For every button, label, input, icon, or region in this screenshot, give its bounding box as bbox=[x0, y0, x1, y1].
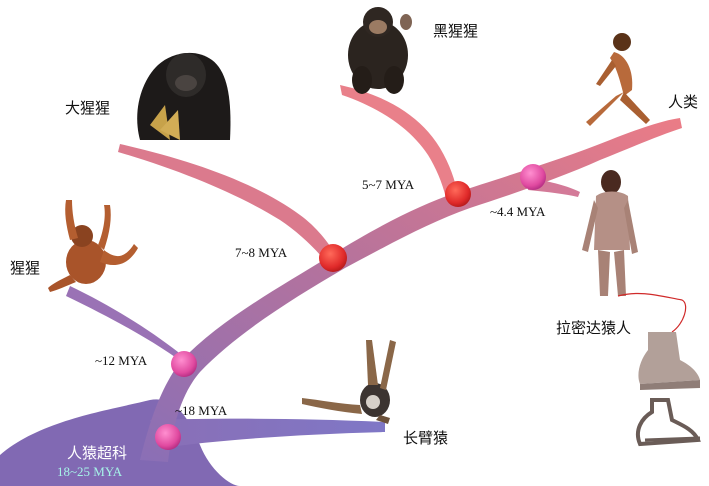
gorilla-branch bbox=[118, 144, 338, 262]
label-gorilla: 大猩猩 bbox=[65, 99, 111, 117]
gorilla-icon bbox=[137, 52, 231, 140]
label-human: 人类 bbox=[668, 93, 699, 111]
orangutan-icon bbox=[48, 200, 138, 292]
node-chimpanzee bbox=[445, 181, 471, 207]
ardipithecus-figure-icon bbox=[582, 170, 687, 333]
label-ardipithecus: 拉密达猿人 bbox=[556, 319, 632, 337]
mya-orangutan: ~12 MYA bbox=[95, 353, 148, 368]
node-gorilla bbox=[319, 244, 347, 272]
label-orangutan: 猩猩 bbox=[10, 259, 41, 277]
chimpanzee-icon bbox=[348, 7, 412, 94]
node-root bbox=[155, 424, 181, 450]
node-ardipithecus bbox=[520, 164, 546, 190]
mya-ardipithecus: ~4.4 MYA bbox=[490, 204, 546, 219]
label-chimpanzee: 黑猩猩 bbox=[433, 22, 479, 40]
mya-gibbon: ~18 MYA bbox=[175, 403, 228, 418]
mya-chimpanzee: 5~7 MYA bbox=[362, 177, 415, 192]
mya-gorilla: 7~8 MYA bbox=[235, 245, 288, 260]
node-orangutan bbox=[171, 351, 197, 377]
foot-icon bbox=[638, 332, 700, 390]
gibbon-icon bbox=[302, 340, 396, 424]
label-gibbon: 长臂猿 bbox=[403, 429, 449, 447]
gibbon-branch bbox=[150, 418, 385, 448]
chimpanzee-branch bbox=[340, 85, 458, 198]
foot-skeleton-icon bbox=[635, 398, 701, 447]
walking-human-icon bbox=[586, 33, 650, 126]
label-hominoidea: 人猿超科 bbox=[67, 444, 128, 462]
mya-root: 18~25 MYA bbox=[57, 464, 123, 479]
orangutan-branch bbox=[66, 286, 190, 368]
